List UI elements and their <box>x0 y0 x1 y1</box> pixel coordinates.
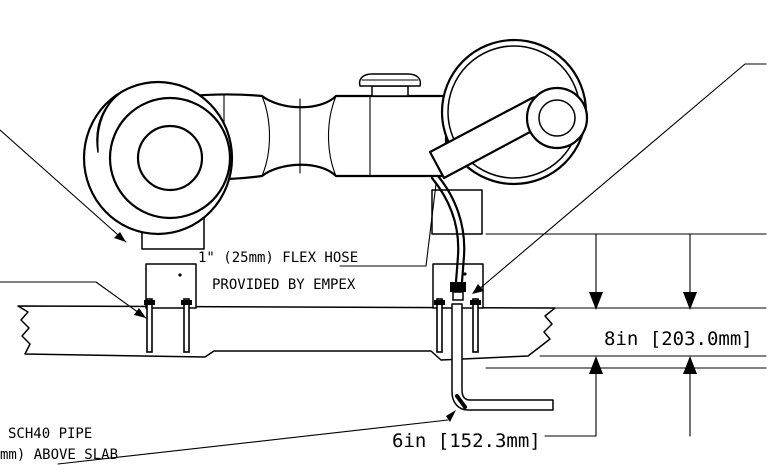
flex-hose-label-line1: 1" (25mm) FLEX HOSE <box>198 250 358 266</box>
dimension-8in <box>485 233 767 310</box>
dimension-label-pipe: 6in [152.3mm] <box>392 430 541 452</box>
leader-lines <box>0 63 767 465</box>
drain-pipe <box>451 303 554 411</box>
dimension-6in <box>485 356 767 437</box>
pipe-label-line1: SCH40 PIPE <box>8 426 92 442</box>
pipe-label-line2: mm) ABOVE SLAB <box>0 447 118 463</box>
pump-assembly <box>82 38 589 250</box>
flex-hose <box>430 174 466 301</box>
dimension-label-slab: 8in [203.0mm] <box>604 328 753 350</box>
flex-hose-label-line2: PROVIDED BY EMPEX <box>212 277 356 293</box>
concrete-slab <box>17 305 767 361</box>
anchor-bolts <box>144 298 481 353</box>
